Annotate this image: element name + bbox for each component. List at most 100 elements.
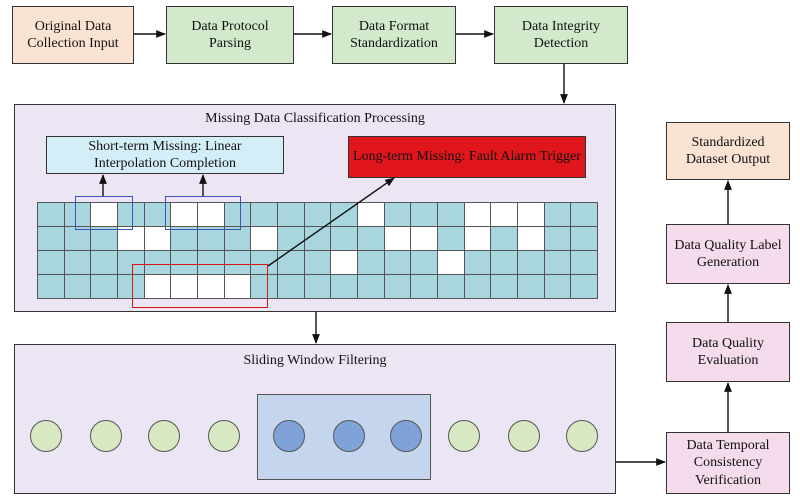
data-cell [277, 202, 305, 227]
long-term-highlight [132, 264, 268, 308]
data-cell [570, 250, 598, 275]
data-cell [37, 250, 65, 275]
data-cell [357, 226, 385, 251]
data-cell [277, 250, 305, 275]
missing-data-cell [463, 202, 492, 227]
short-term-missing-label: Short-term Missing: Linear Interpolation… [88, 138, 242, 172]
sliding-window-title: Sliding Window Filtering [243, 353, 387, 368]
data-cell [277, 226, 305, 251]
long-term-missing-label: Long-term Missing: Fault Alarm Trigger [353, 149, 581, 165]
missing-data-cell [383, 226, 412, 251]
filter-node [30, 420, 62, 452]
data-cell [303, 250, 332, 275]
data-cell [437, 226, 465, 251]
data-cell [37, 274, 65, 299]
data-cell [303, 226, 332, 251]
missing-data-cell [170, 202, 198, 227]
protocol-parsing-box: Data Protocol Parsing [166, 6, 294, 64]
quality-label-box: Data Quality Label Generation [666, 224, 790, 284]
data-cell [357, 250, 385, 275]
filter-node [148, 420, 180, 452]
data-cell [490, 274, 518, 299]
data-cell [437, 202, 465, 227]
data-cell [303, 274, 332, 299]
data-cell [143, 202, 172, 227]
data-cell [543, 274, 572, 299]
data-cell [383, 202, 412, 227]
data-cell [303, 202, 332, 227]
temporal-consistency-box: Data Temporal Consistency Verification [666, 432, 790, 494]
data-cell [223, 226, 252, 251]
missing-data-cell [197, 274, 225, 299]
missing-classification-title: Missing Data Classification Processing [205, 111, 425, 126]
integrity-detection-box: Data Integrity Detection [494, 6, 628, 64]
filter-node [566, 420, 598, 452]
missing-data-cell [250, 226, 278, 251]
short-term-highlight-2 [165, 196, 241, 230]
quality-evaluation-box: Data Quality Evaluation [666, 322, 790, 382]
missing-data-cell [437, 250, 465, 275]
temporal-consistency-label: Data Temporal Consistency Verification [686, 437, 770, 488]
data-cell [490, 250, 518, 275]
missing-data-cell [517, 226, 545, 251]
data-cell [437, 274, 465, 299]
original-data-input-label: Original Data Collection Input [27, 18, 119, 52]
short-term-missing-box: Short-term Missing: Linear Interpolation… [46, 136, 284, 174]
data-cell [250, 202, 278, 227]
data-cell [277, 274, 305, 299]
format-standardization-label: Data Format Standardization [350, 18, 438, 52]
filter-node [208, 420, 240, 452]
short-term-highlight-1 [75, 196, 133, 230]
filter-node-windowed [390, 420, 422, 452]
missing-data-cell [410, 226, 438, 251]
data-cell [517, 274, 545, 299]
data-cell [330, 202, 358, 227]
data-cell [543, 226, 572, 251]
data-cell [410, 250, 438, 275]
data-cell [223, 202, 252, 227]
standardized-output-box: Standardized Dataset Output [666, 122, 790, 180]
data-cell [90, 250, 118, 275]
filter-node-windowed [273, 420, 305, 452]
protocol-parsing-label: Data Protocol Parsing [191, 18, 269, 52]
missing-data-cell [330, 250, 358, 275]
data-cell [330, 226, 358, 251]
filter-node [90, 420, 122, 452]
data-cell [330, 274, 358, 299]
data-cell [37, 202, 65, 227]
data-cell [490, 226, 518, 251]
data-cell [357, 274, 385, 299]
missing-data-cell [463, 226, 492, 251]
missing-data-cell [357, 202, 385, 227]
data-cell [543, 202, 572, 227]
data-cell [90, 274, 118, 299]
missing-data-cell [517, 202, 545, 227]
missing-data-cell [143, 274, 172, 299]
long-term-missing-box: Long-term Missing: Fault Alarm Trigger [348, 136, 586, 178]
data-cell [543, 250, 572, 275]
data-cell [63, 274, 92, 299]
data-cell [383, 250, 412, 275]
data-cell [463, 274, 492, 299]
missing-data-cell [490, 202, 518, 227]
original-data-input-box: Original Data Collection Input [12, 6, 134, 64]
data-cell [410, 274, 438, 299]
standardized-output-label: Standardized Dataset Output [685, 134, 771, 168]
data-cell [570, 274, 598, 299]
data-cell [383, 274, 412, 299]
filter-node-windowed [333, 420, 365, 452]
filter-node [508, 420, 540, 452]
data-cell [63, 250, 92, 275]
data-cell [517, 250, 545, 275]
data-cell [570, 202, 598, 227]
missing-data-cell [143, 226, 172, 251]
format-standardization-box: Data Format Standardization [332, 6, 456, 64]
quality-label-label: Data Quality Label Generation [674, 237, 782, 271]
data-cell [63, 226, 92, 251]
data-cell [37, 226, 65, 251]
data-cell [570, 226, 598, 251]
quality-evaluation-label: Data Quality Evaluation [692, 335, 764, 369]
data-cell [463, 250, 492, 275]
filter-node [448, 420, 480, 452]
integrity-detection-label: Data Integrity Detection [521, 18, 601, 52]
